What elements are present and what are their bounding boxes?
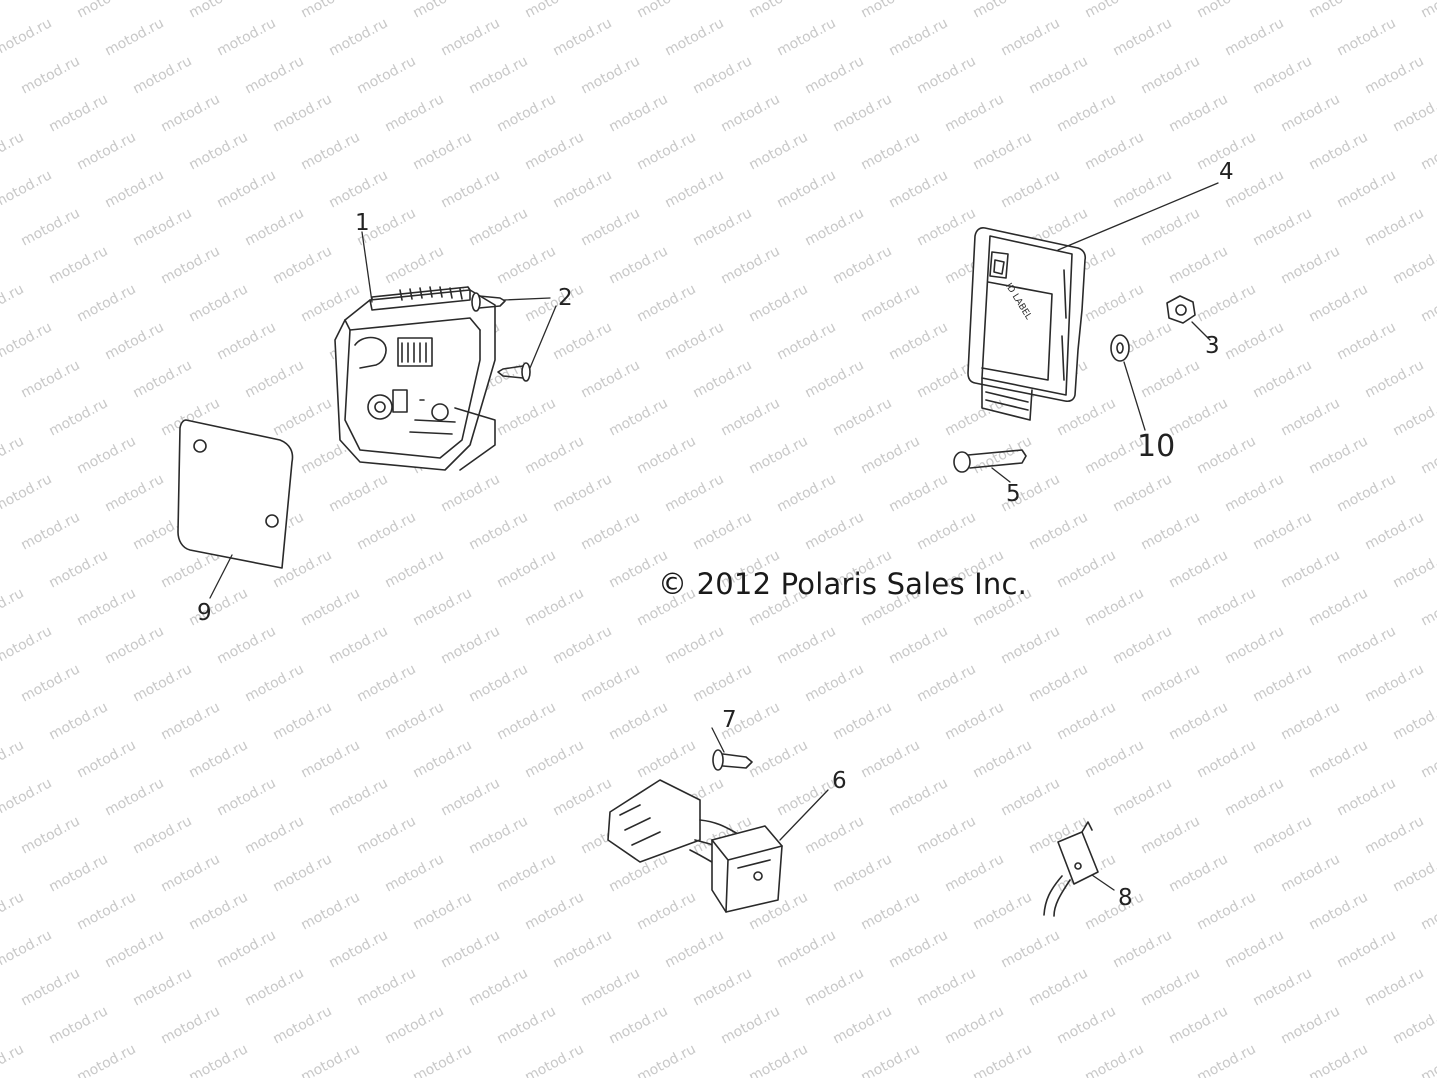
part-9-cover-plate — [177, 419, 294, 599]
callout-3: 3 — [1205, 333, 1220, 359]
callout-1-leader — [361, 231, 373, 303]
part-8-sensor — [1043, 821, 1115, 917]
part-5-bolt — [953, 449, 1027, 483]
callout-7: 7 — [722, 707, 737, 733]
watermark-text: motod.ru — [1418, 0, 1437, 22]
callout-2: 2 — [558, 285, 573, 311]
callout-4: 4 — [1219, 159, 1234, 185]
part-4-ecu-module: ID LABEL — [967, 182, 1219, 421]
part-6-harness-relay — [607, 779, 829, 913]
callout-5: 5 — [1006, 481, 1021, 507]
part-10-washer — [1110, 334, 1146, 431]
part-3-nut — [1166, 295, 1211, 341]
callout-8: 8 — [1118, 885, 1133, 911]
copyright-notice: © 2012 Polaris Sales Inc. — [658, 567, 1028, 601]
callout-10: 10 — [1137, 429, 1176, 464]
callout-9: 9 — [197, 600, 212, 626]
part-2-screws — [471, 292, 557, 382]
callout-1: 1 — [355, 210, 370, 236]
callout-6: 6 — [832, 768, 847, 794]
part-1-regulator-housing — [334, 286, 496, 471]
part-7-push-pin — [711, 727, 753, 771]
